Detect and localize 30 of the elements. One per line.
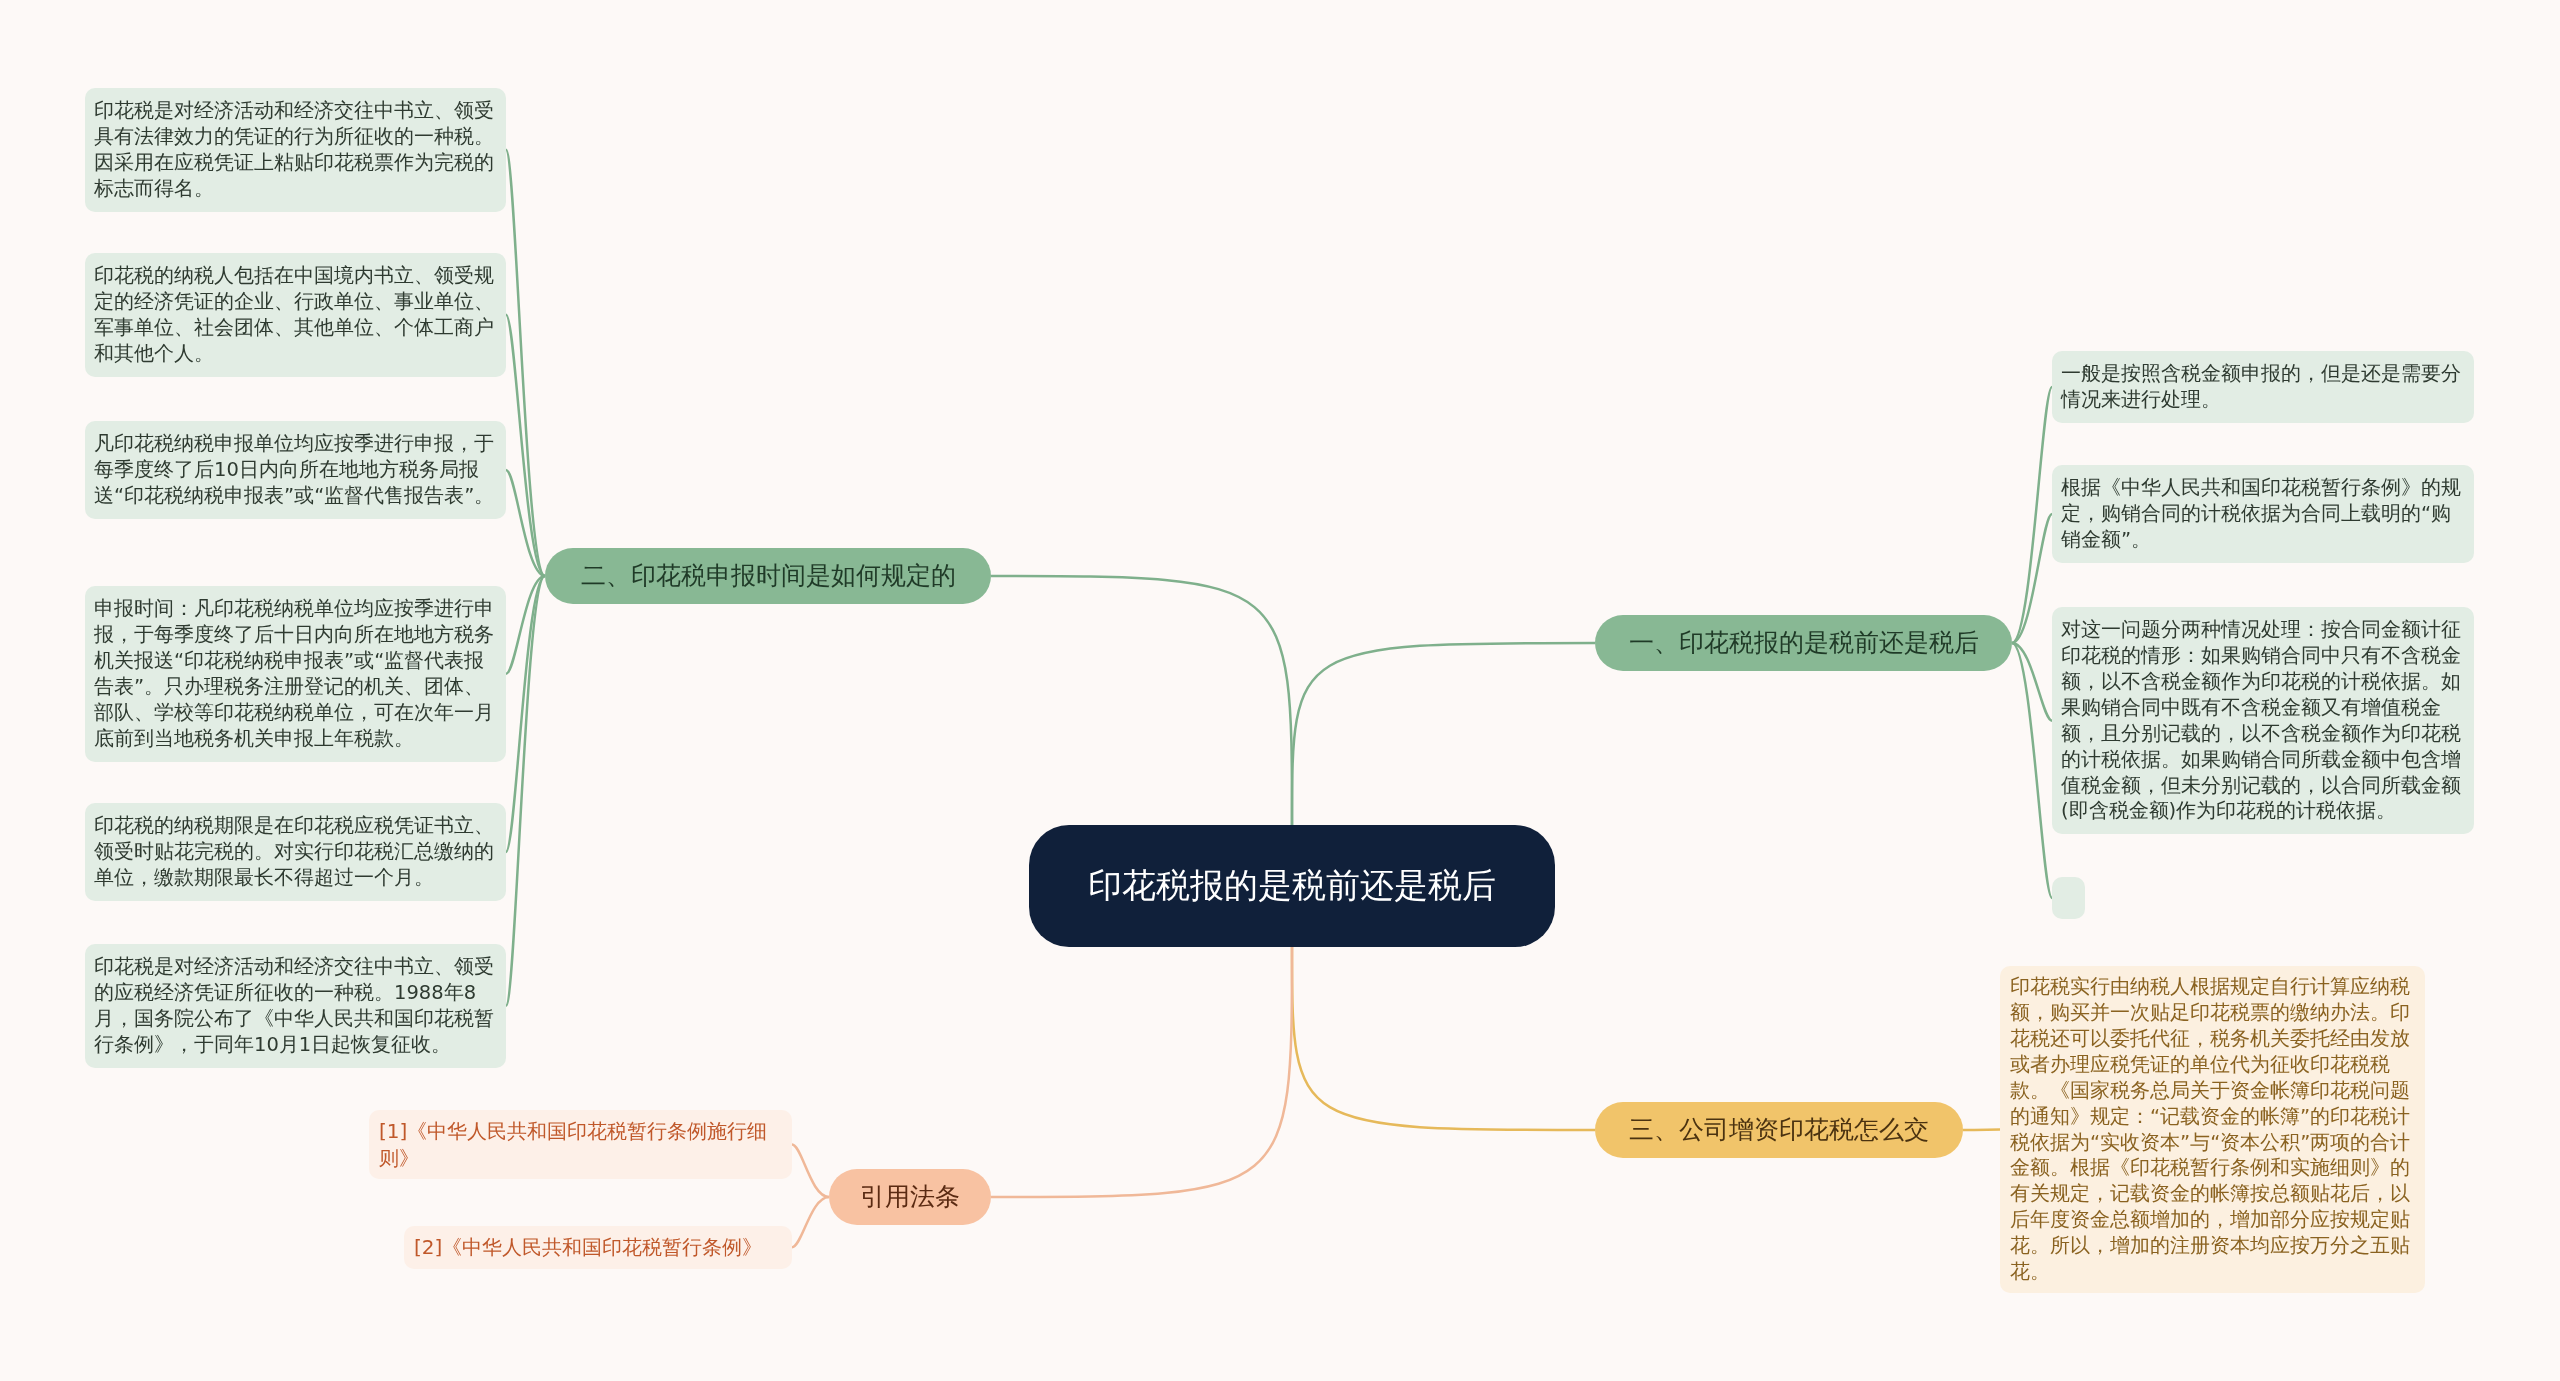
- connector: [1963, 1128, 2000, 1132]
- connector: [791, 1195, 830, 1249]
- note-box: 对这一问题分两种情况处理：按合同金额计征印花税的情形：如果购销合同中只有不含税金额，以不含税金额作为印花税的计税依据。如果购销合同中既有不含税金额又有增值税金额，且分别记载的，以不含税金额作为印花税的计税依据。如果购销合同所载金额中包含增值税金额，但未分别记载的，以合同所载金额(即含税金额)作为印花税的计税依据。: [2052, 607, 2474, 835]
- note-box: 根据《中华人民共和国印花税暂行条例》的规定，购销合同的计税依据为合同上载明的“购销金额”。: [2052, 465, 2474, 563]
- reference-box: [2]《中华人民共和国印花税暂行条例》: [404, 1226, 792, 1269]
- connector: [504, 575, 546, 853]
- connector: [504, 314, 546, 577]
- connector: [991, 574, 1294, 825]
- connector: [791, 1143, 830, 1199]
- connector: [2011, 642, 2054, 899]
- note-box: 一般是按照含税金额申报的，但是还是需要分情况来进行处理。: [2052, 351, 2474, 423]
- branch-topic: 三、公司增资印花税怎么交: [1595, 1102, 1963, 1158]
- note-box: 凡印花税纳税申报单位均应按季进行申报，于每季度终了后10日内向所在地地方税务局报送“印花税纳税申报表”或“监督代售报告表”。: [85, 421, 506, 519]
- connector: [505, 574, 546, 675]
- central-topic: 印花税报的是税前还是税后: [1029, 825, 1555, 947]
- empty-box: [2052, 877, 2085, 919]
- branch-topic: 引用法条: [829, 1169, 991, 1225]
- connector: [2011, 386, 2054, 644]
- reference-box: [1]《中华人民共和国印花税暂行条例施行细则》: [369, 1110, 792, 1180]
- branch-topic: 一、印花税报的是税前还是税后: [1595, 615, 2012, 671]
- note-box: 印花税实行由纳税人根据规定自行计算应纳税额，购买并一次贴足印花税票的缴纳办法。印花税还可以委托代征，税务机关委托经由发放或者办理应税凭证的单位代为征收印花税税款。《国家税务总局关于资金帐簿印花税问题的通知》规定：“记载资金的帐簿”的印花税计税依据为“实收资本”与“资本公积”两项的合计金额。根据《印花税暂行条例和实施细则》的有关规定，记载资金的帐簿按总额贴花后，以后年度资金总额增加的，增加部分应按规定贴花。所以，增加的注册资本均应按万分之五贴花。: [2000, 966, 2425, 1294]
- connector: [991, 947, 1294, 1199]
- note-box: 申报时间：凡印花税纳税单位均应按季进行申报，于每季度终了后十日内向所在地地方税务机关报送“印花税纳税申报表”或“监督代表报告表”。只办理税务注册登记的机关、团体、部队、学校等印花税纳税单位，可在次年一月底前到当地税务机关申报上年税款。: [85, 586, 506, 762]
- branch-topic: 二、印花税申报时间是如何规定的: [545, 548, 991, 604]
- note-box: 印花税是对经济活动和经济交往中书立、领受具有法律效力的凭证的行为所征收的一种税。因采用在应税凭证上粘贴印花税票作为完税的标志而得名。: [85, 88, 506, 212]
- note-box: 印花税的纳税人包括在中国境内书立、领受规定的经济凭证的企业、行政单位、事业单位、军事单位、社会团体、其他单位、个体工商户和其他个人。: [85, 253, 506, 377]
- connector: [2011, 641, 2053, 722]
- note-box: 印花税的纳税期限是在印花税应税凭证书立、领受时贴花完税的。对实行印花税汇总缴纳的单位，缴款期限最长不得超过一个月。: [85, 803, 506, 901]
- note-box: 印花税是对经济活动和经济交往中书立、领受的应税经济凭证所征收的一种税。1988年8月，国务院公布了《中华人民共和国印花税暂行条例》，于同年10月1日起恢复征收。: [85, 944, 506, 1068]
- connector: [504, 575, 547, 1007]
